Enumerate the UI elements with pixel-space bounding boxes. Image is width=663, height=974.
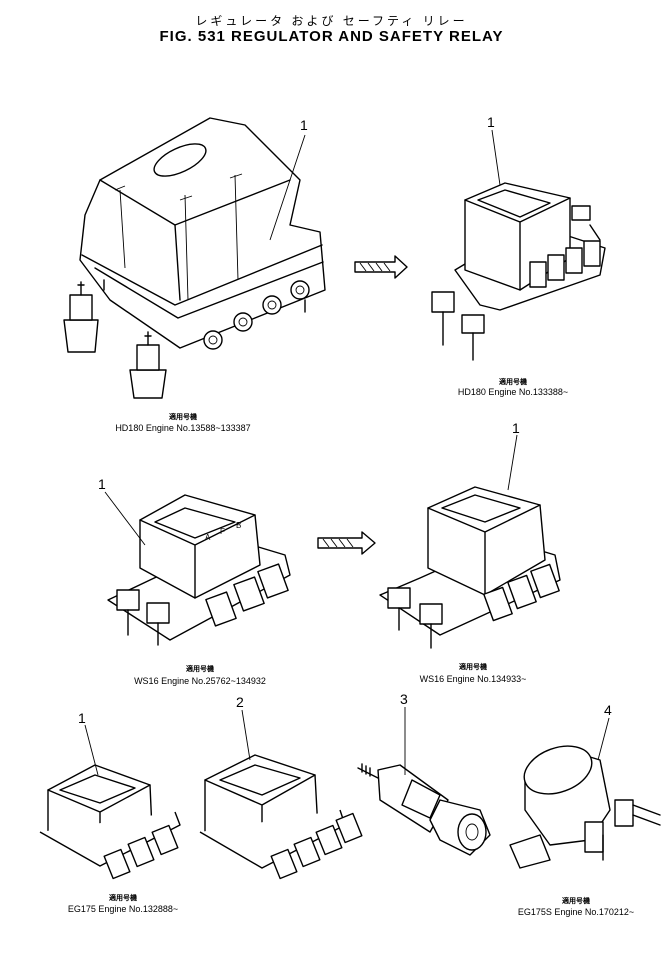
application-label-ws16-late: 適用号機 — [459, 664, 487, 671]
application-label-eg175s: 適用号機 — [562, 898, 590, 905]
callout-1-ws16-late: 1 — [512, 420, 520, 436]
terminal-mark-f: F — [220, 527, 225, 536]
caption-ws16-late: WS16 Engine No.134933~ — [419, 674, 527, 684]
leader-lines — [84, 129, 610, 776]
caption-eg175: EG175 Engine No.132888~ — [67, 904, 179, 914]
regulator-ws16-late — [379, 486, 561, 649]
callout-2: 2 — [236, 694, 244, 710]
callout-1-hd180-late: 1 — [487, 114, 495, 130]
regulator-hd180-late — [431, 182, 606, 361]
regulator-eg175-alt — [199, 754, 363, 880]
caption-eg175s: EG175S Engine No.170212~ — [517, 907, 635, 917]
callout-1-eg175: 1 — [78, 710, 86, 726]
callout-3: 3 — [400, 691, 408, 707]
regulator-ws16-early — [107, 494, 291, 646]
application-label-ws16-early: 適用号機 — [186, 666, 214, 673]
application-label-hd180-late: 適用号機 — [499, 379, 527, 386]
regulator-eg175 — [39, 764, 181, 880]
callout-1-hd180-early: 1 — [300, 117, 308, 133]
application-label-eg175: 適用号機 — [109, 895, 137, 902]
caption-hd180-early: HD180 Engine No.13588~133387 — [115, 423, 251, 433]
callout-4: 4 — [604, 702, 612, 718]
caption-hd180-late: HD180 Engine No.133388~ — [457, 387, 569, 397]
safety-relay-round — [509, 745, 661, 869]
supersession-arrow-1 — [354, 255, 408, 279]
application-label-hd180-early: 適用号機 — [169, 414, 197, 421]
terminal-mark-b: B — [236, 521, 241, 530]
regulator-hd180-early — [63, 117, 326, 399]
callout-1-ws16-early: 1 — [98, 476, 106, 492]
caption-ws16-early: WS16 Engine No.25762~134932 — [134, 676, 266, 686]
supersession-arrow-2 — [317, 531, 376, 555]
figure-title-japanese: レギュレータ および セーフティ リレー — [195, 14, 468, 28]
terminal-mark-a: A — [205, 533, 211, 542]
figure-title: FIG. 531 REGULATOR AND SAFETY RELAY — [159, 28, 504, 45]
safety-relay-cylindrical — [357, 763, 491, 856]
